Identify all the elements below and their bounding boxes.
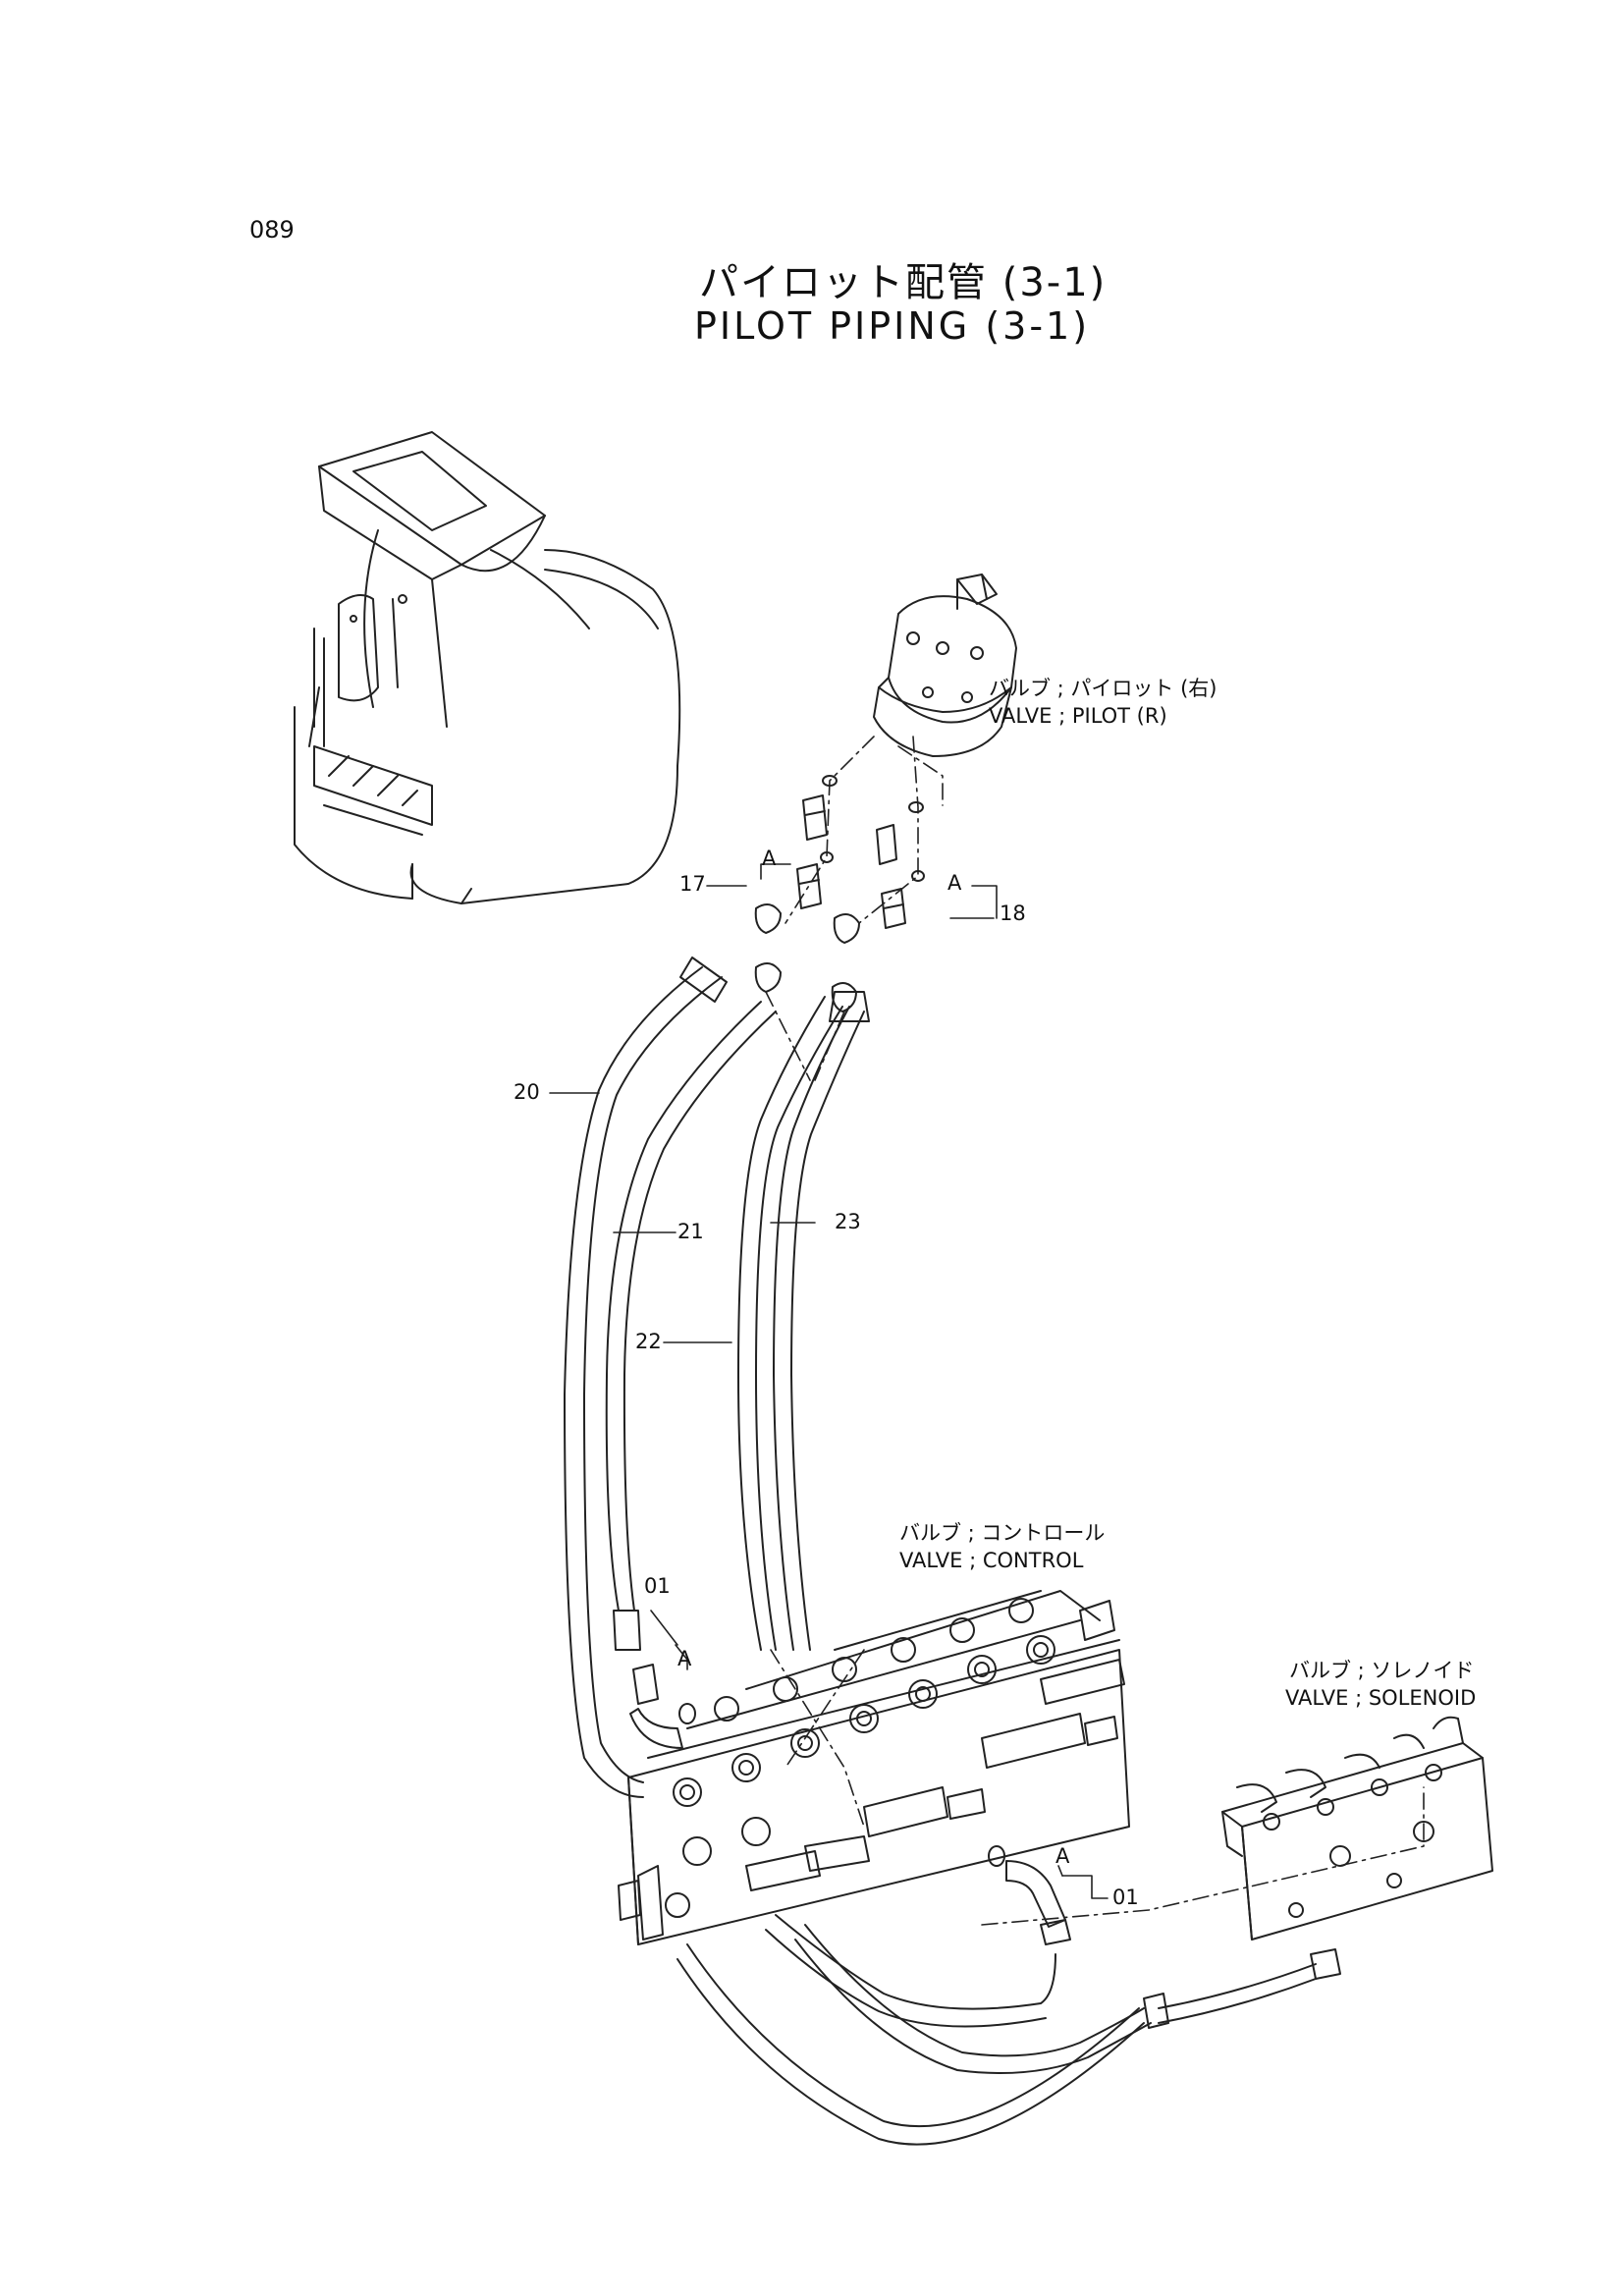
page-number: 089 [249, 216, 295, 244]
hose-22 [738, 997, 842, 1650]
valve-solenoid-label-jp: バルブ ; ソレノイド [1289, 1659, 1475, 1682]
callout-17: 17 [679, 872, 706, 896]
title-japanese: パイロット配管 (3-1) [699, 260, 1108, 305]
elbow-fittings [630, 1665, 1070, 1944]
callout-18: 18 [1000, 902, 1026, 925]
callout-01-right: 01 [1112, 1886, 1139, 1909]
pilot-valve-right [874, 574, 1016, 756]
detail-a-lower: A [677, 1647, 692, 1670]
callout-22: 22 [635, 1330, 662, 1353]
hose-21 [607, 1002, 776, 1650]
valve-pilot-label-en: VALVE ; PILOT (R) [989, 704, 1167, 728]
lower-hoses [677, 1915, 1340, 2145]
callout-20: 20 [514, 1080, 540, 1104]
title-english: PILOT PIPING (3-1) [694, 304, 1091, 348]
detail-a-left: A [762, 847, 777, 870]
hose-23 [774, 992, 869, 1650]
detail-a-right: A [947, 871, 962, 895]
center-lines [766, 737, 1424, 1925]
machine-overview-drawing [295, 432, 679, 903]
valve-solenoid-label-en: VALVE ; SOLENOID [1285, 1686, 1477, 1710]
valve-pilot-label-jp: バルブ ; パイロット (右) [989, 677, 1217, 700]
control-valve-block [619, 1591, 1129, 1944]
leader-lines [550, 864, 1108, 1898]
solenoid-valve-block [1222, 1718, 1492, 1940]
valve-control-label-en: VALVE ; CONTROL [899, 1549, 1084, 1572]
callout-21: 21 [677, 1220, 704, 1243]
detail-a-right-lower: A [1055, 1844, 1070, 1868]
callout-23: 23 [835, 1210, 861, 1233]
valve-control-label-jp: バルブ ; コントロール [899, 1521, 1106, 1545]
adapter-fittings [756, 776, 924, 1011]
hose-20 [565, 957, 727, 1797]
callout-01-top: 01 [644, 1574, 671, 1598]
